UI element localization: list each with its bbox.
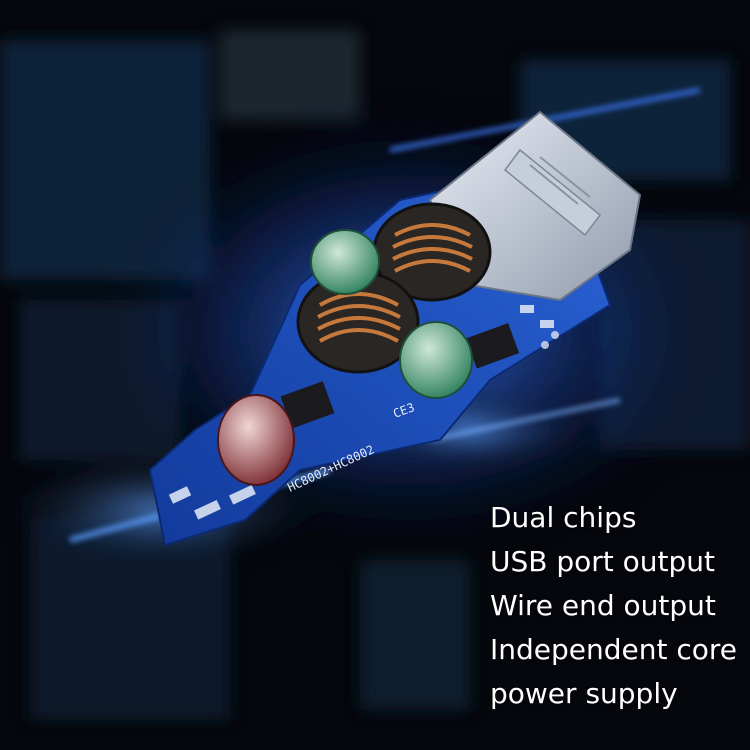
feature-list: Dual chips USB port output Wire end outp… xyxy=(490,496,745,716)
feature-usb-port-output: USB port output xyxy=(490,545,716,578)
capacitors xyxy=(217,229,473,486)
inductors xyxy=(296,202,492,374)
chips xyxy=(280,323,520,429)
ce3-label: CE3 xyxy=(391,400,416,421)
feature-power-supply: power supply xyxy=(490,677,678,710)
feature-wire-end-output: Wire end output xyxy=(490,589,716,622)
feature-dual-chips: Dual chips xyxy=(490,501,637,534)
feature-independent-core: Independent core xyxy=(490,633,738,666)
